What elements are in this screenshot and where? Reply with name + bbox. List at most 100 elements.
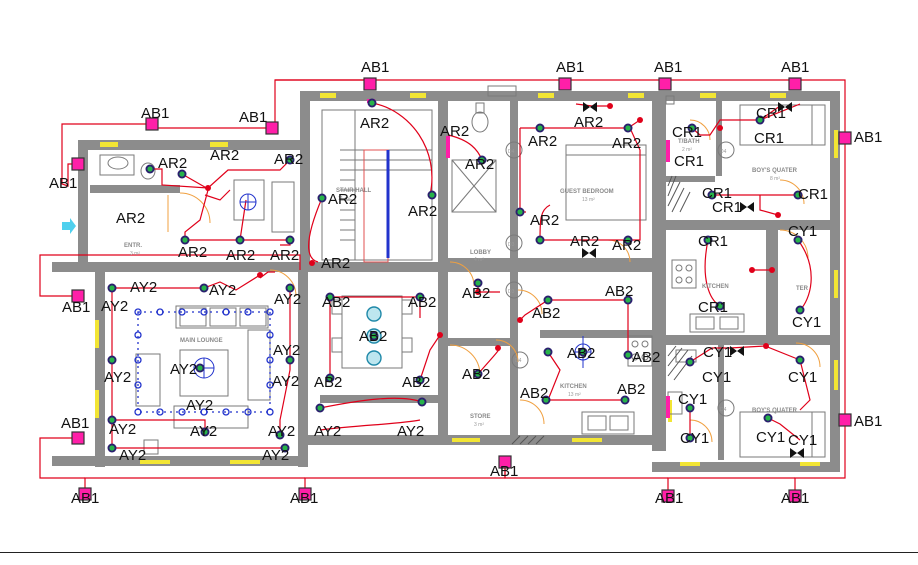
circuit-tag-ab1: AB1: [290, 490, 318, 507]
socket-symbols: [71, 77, 852, 503]
circuit-tag-ab1: AB1: [361, 59, 389, 76]
circuit-tag-cr1: CR1: [672, 124, 702, 141]
light-fixture: [315, 403, 325, 413]
circuit-tag-ar2: AR2: [158, 155, 187, 172]
switches: [582, 102, 804, 458]
circuit-tag-cr1: CR1: [702, 185, 732, 202]
circuit-tag-ab2: AB2: [567, 345, 595, 362]
socket-symbol: [298, 487, 312, 501]
light-fixture: [477, 155, 487, 165]
circuit-tag-ay2: AY2: [186, 397, 213, 414]
room-boys-quarter-top-area: 8 m²: [770, 176, 780, 182]
circuit-tag-ar2: AR2: [360, 115, 389, 132]
circuit-tag-ab2: AB2: [617, 381, 645, 398]
light-fixture: [415, 375, 425, 385]
socket-symbol: [788, 489, 802, 503]
socket-symbol: [71, 431, 85, 445]
circuit-tag-ar2: AR2: [226, 247, 255, 264]
light-fixture: [543, 347, 553, 357]
circuit-tag-ab1: AB1: [61, 415, 89, 432]
circuit-tag-cy1: CY1: [788, 223, 817, 240]
light-fixture: [793, 190, 803, 200]
light-fixture: [578, 347, 588, 357]
light-fixture: [275, 430, 285, 440]
circuit-tag-ab1: AB1: [781, 490, 809, 507]
light-fixture: [285, 155, 295, 165]
room-lobby: LOBBY: [470, 250, 491, 256]
circuit-tag-ar2: AR2: [274, 151, 303, 168]
circuit-tag-ab2: AB2: [359, 328, 387, 345]
circuit-tag-ar2: AR2: [570, 233, 599, 250]
room-t-bath: T/BATH: [678, 139, 700, 145]
circuit-tag-ab1: AB1: [62, 299, 90, 316]
light-fixture: [285, 355, 295, 365]
light-fixture: [795, 305, 805, 315]
circuit-tag-ay2: AY2: [273, 342, 300, 359]
circuit-tag-ar2: AR2: [574, 114, 603, 131]
light-fixture: [707, 190, 717, 200]
light-fixture: [369, 331, 379, 341]
room-entr-area: 3 m²: [130, 251, 140, 257]
circuit-tag-ar2: AR2: [210, 147, 239, 164]
light-fixture: [317, 193, 327, 203]
light-fixture: [687, 123, 697, 133]
circuit-tag-ab1: AB1: [854, 413, 882, 430]
socket-symbol: [788, 77, 802, 91]
circuit-tag-ar2: AR2: [528, 133, 557, 150]
circuit-tag-ab1: AB1: [71, 490, 99, 507]
circuit-tag-ar2: AR2: [530, 212, 559, 229]
light-fixture: [715, 301, 725, 311]
door-tag-d4-d: D4: [720, 407, 727, 413]
circuit-tag-cy1: CY1: [678, 391, 707, 408]
walls: [52, 91, 840, 472]
room-kitchen-area: 13 m²: [568, 392, 581, 398]
door-tag-d4-c: D4: [515, 358, 522, 364]
circuit-tag-ar2: AR2: [465, 156, 494, 173]
light-fixture: [200, 427, 210, 437]
socket-symbol: [71, 289, 85, 303]
door-tag-d3-a: D3: [508, 242, 515, 248]
socket-symbol: [71, 157, 85, 171]
room-ter: TER: [796, 286, 809, 292]
socket-symbol: [658, 77, 672, 91]
circuit-tag-ab2: AB2: [632, 349, 660, 366]
room-store-area: 3 m²: [474, 422, 484, 428]
light-fixture: [177, 169, 187, 179]
light-fixtures: [107, 98, 805, 453]
room-guest-bedroom-area: 13 m²: [582, 197, 595, 203]
light-fixture: [473, 278, 483, 288]
socket-symbol: [558, 77, 572, 91]
room-lobby-area: 4 m²: [474, 257, 484, 263]
light-fixture: [107, 283, 117, 293]
circuit-tag-ar2: AR2: [116, 210, 145, 227]
light-fixture: [623, 350, 633, 360]
socket-symbol: [363, 77, 377, 91]
light-fixture: [145, 164, 155, 174]
light-fixture: [535, 123, 545, 133]
socket-symbol: [145, 117, 159, 131]
light-fixture: [515, 207, 525, 217]
circuit-tag-ab2: AB2: [408, 294, 436, 311]
circuit-tag-ab2: AB2: [520, 385, 548, 402]
circuit-tag-cy1: CY1: [680, 430, 709, 447]
light-fixture: [427, 190, 437, 200]
door-tag-d3-b: D3: [508, 289, 515, 295]
light-fixture: [703, 235, 713, 245]
circuit-tag-ab1: AB1: [654, 59, 682, 76]
circuit-tag-ay2: AY2: [262, 447, 289, 464]
circuit-tag-cr1: CR1: [674, 153, 704, 170]
light-fixture: [285, 235, 295, 245]
light-fixture: [623, 123, 633, 133]
light-fixture: [325, 373, 335, 383]
light-fixture: [325, 292, 335, 302]
circuit-tag-ab2: AB2: [322, 294, 350, 311]
light-fixture: [543, 295, 553, 305]
socket-symbol: [265, 121, 279, 135]
light-fixture: [180, 235, 190, 245]
circuit-tag-cy1: CY1: [792, 314, 821, 331]
light-fixture: [107, 443, 117, 453]
circuit-tag-ab2: AB2: [402, 374, 430, 391]
